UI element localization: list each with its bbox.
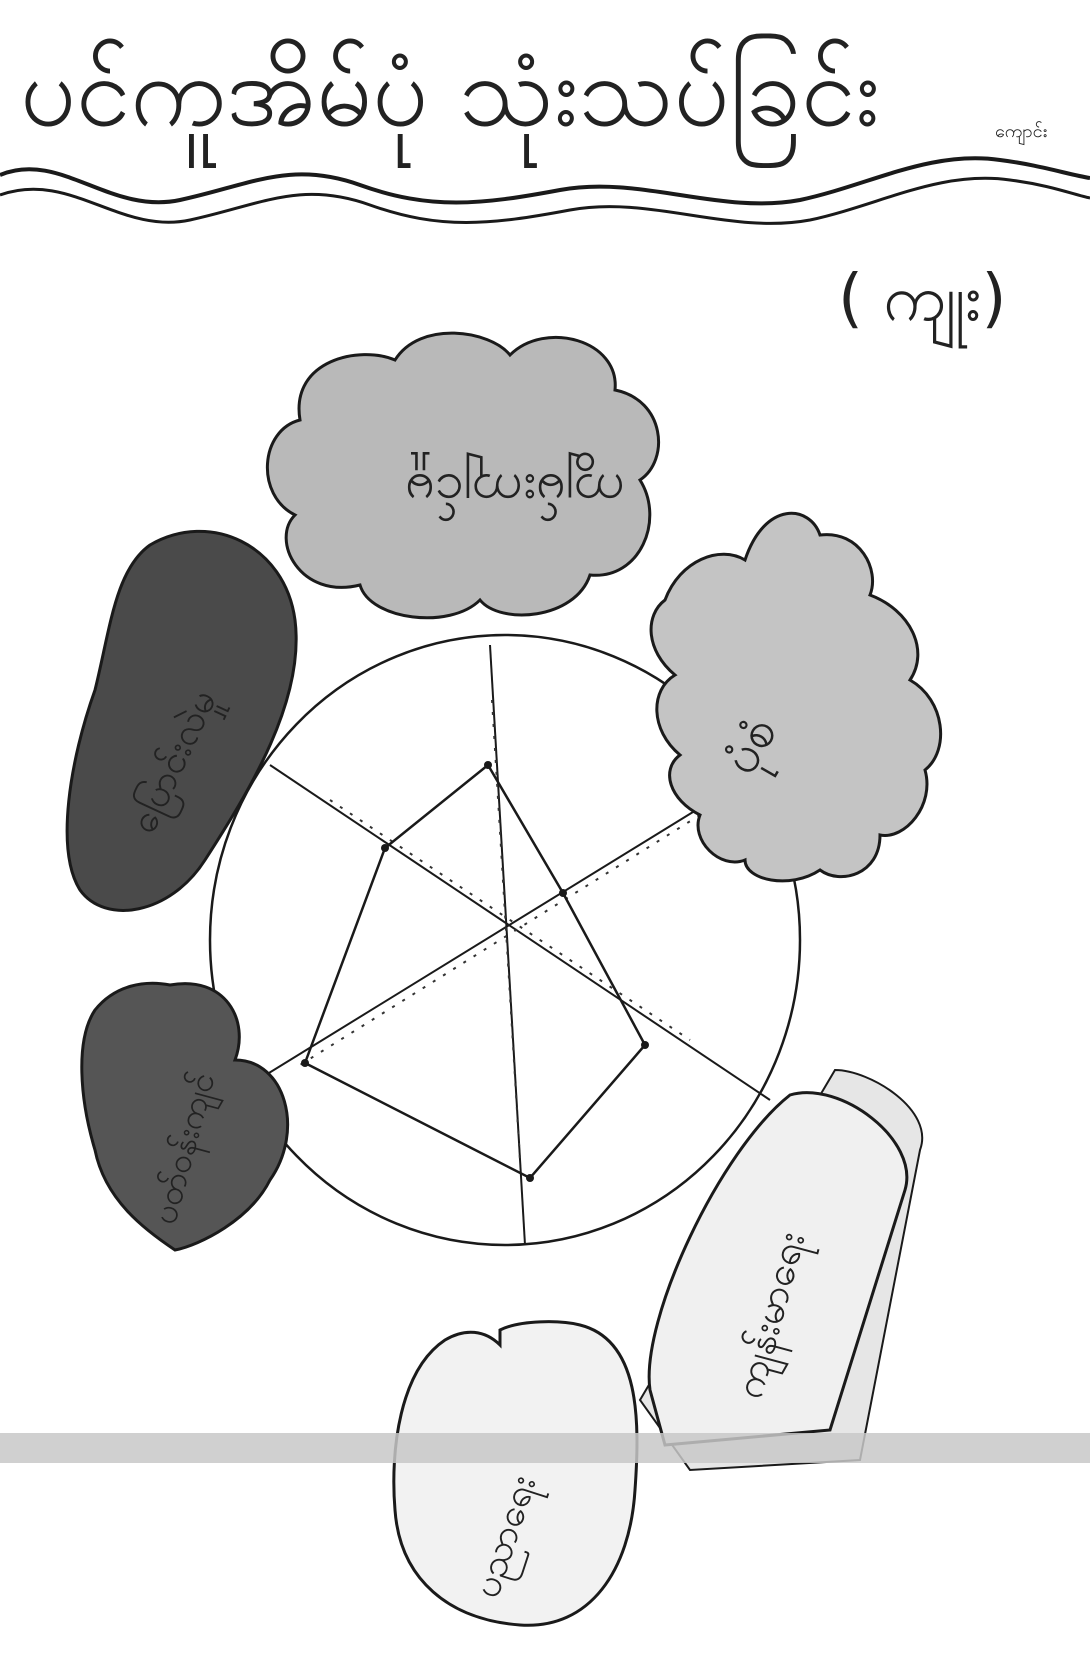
upper-left-card: ပြောင်းလဲမှု <box>67 531 296 910</box>
scan-fold-band <box>0 1433 1090 1463</box>
bottom-shape <box>394 1322 637 1626</box>
page-subtitle: ( ကျုး) <box>838 262 1006 349</box>
web-point <box>526 1174 534 1182</box>
web-point <box>484 761 492 769</box>
web-spoke <box>225 780 745 1100</box>
bottom-card: ပညာရေး <box>394 1322 637 1626</box>
title-banner: ပင်ကူအိမ်ပုံ သုံးသပ်ခြင်း ကျောင်း ( ကျုး… <box>0 33 1090 349</box>
upper-right-card: ပုံစံ <box>651 513 941 881</box>
top-cloud-label: ကျွမ်းကျင်မှု <box>405 452 625 522</box>
page-title: ပင်ကူအိမ်ပုံ သုံးသပ်ခြင်း <box>20 33 880 168</box>
web-point <box>301 1059 309 1067</box>
web-point <box>381 844 389 852</box>
web-point <box>559 889 567 897</box>
web-spoke <box>490 645 525 1245</box>
lower-right-card: ကျန်းမာရေး <box>640 1070 922 1470</box>
upper-right-shape <box>651 513 941 881</box>
top-cloud-card: ကျွမ်းကျင်မှု <box>267 333 658 618</box>
web-point <box>641 1041 649 1049</box>
lower-left-card: ပတ်ဝန်းကျင် <box>82 983 288 1250</box>
banner-wave-line <box>0 158 1090 203</box>
web-scale <box>300 815 700 1065</box>
web-profile-shape <box>305 765 645 1178</box>
web-spoke <box>270 765 770 1100</box>
title-small-note: ကျောင်း <box>995 121 1047 145</box>
